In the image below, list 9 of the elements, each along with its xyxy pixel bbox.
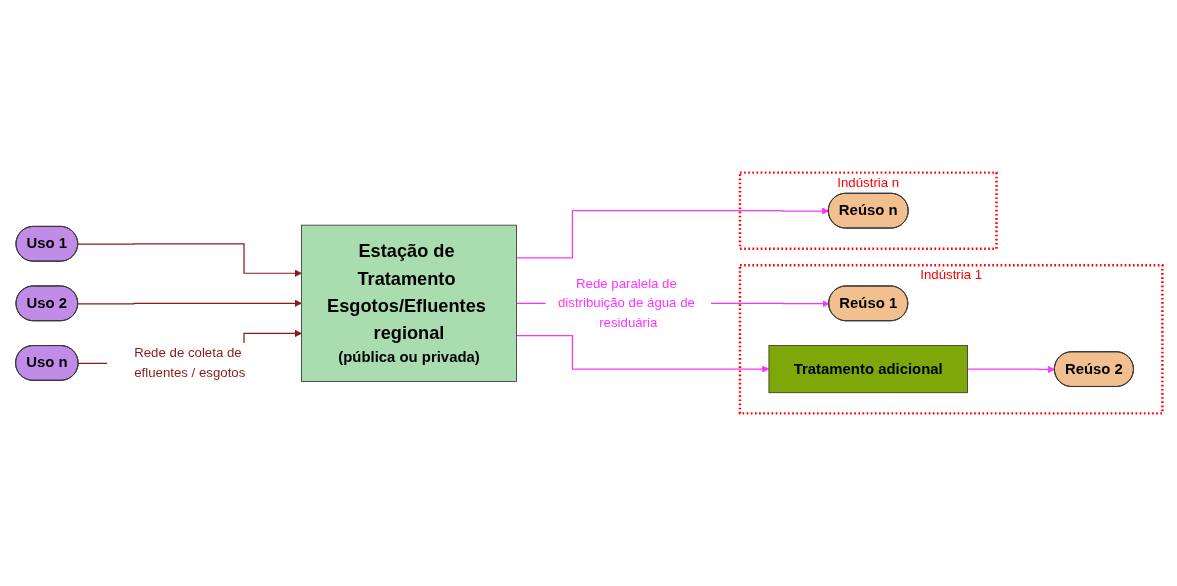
arrow bbox=[515, 207, 829, 259]
arrow bbox=[76, 243, 302, 277]
node-box: Tratamento adicional bbox=[768, 345, 968, 394]
edge-label: Rede de coleta de efluentes / esgotos bbox=[133, 345, 245, 380]
arrow bbox=[966, 365, 1055, 374]
arrow bbox=[515, 335, 769, 373]
node-box: Estação de Tratamento Esgotos/Efluentes regional (pública ou privada) bbox=[300, 224, 517, 382]
arrow bbox=[76, 299, 302, 307]
edge-label: Rede paralela de distribuição de água de residuária bbox=[557, 276, 695, 330]
